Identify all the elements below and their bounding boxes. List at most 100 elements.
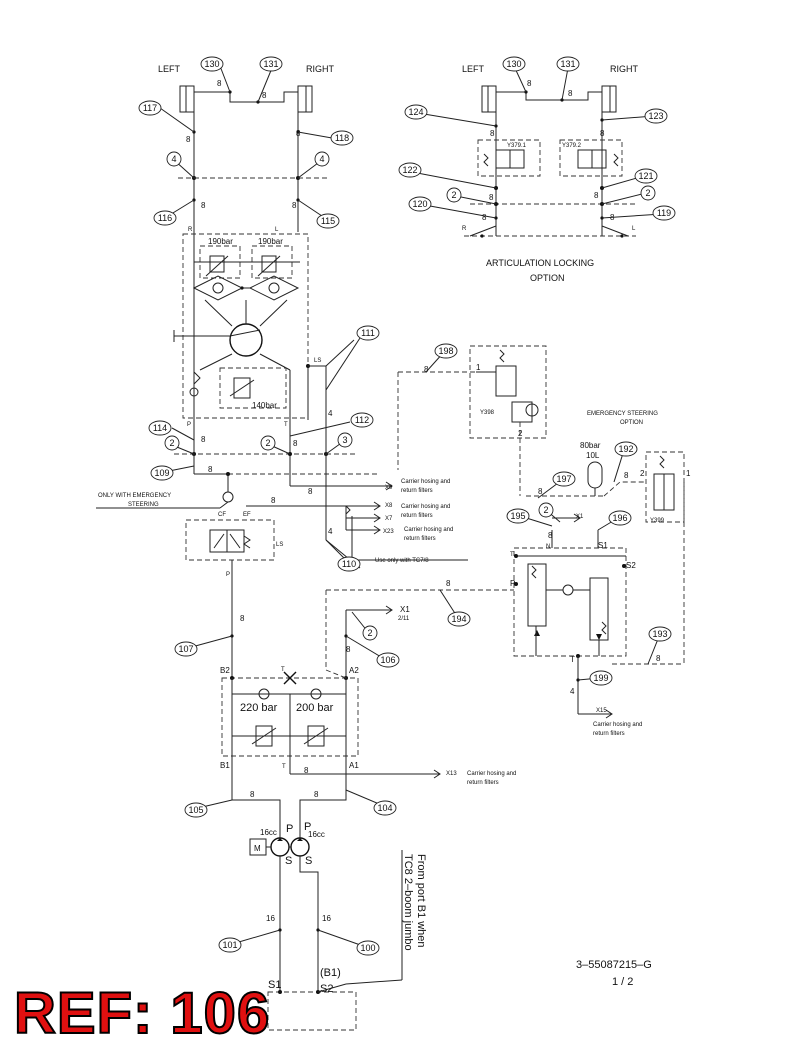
left-label: LEFT [462,64,485,74]
relief-valve-pressure: 220 bar [240,702,278,714]
callout-bubble: 111 [361,328,375,338]
port-r-label: R [462,226,467,232]
steering-unit: R L 190bar 190bar 140bar LS [173,227,321,428]
callout-bubble: 120 [412,199,427,209]
supply-piping: 8 8 8 8 8 4 4 X9 Carrier hosing and retu… [96,339,468,569]
callout-bubble: 2 [645,188,650,198]
hose-size: 4 [328,409,333,418]
valve-port: 2 [518,429,523,438]
solenoid-valve-label: Y398 [480,410,495,416]
port-p-label: P [187,422,191,428]
accumulator-pressure: 80bar [580,441,601,450]
ev-port: S1 [598,541,608,550]
hose-size: 8 [304,766,309,775]
emergency-title: EMERGENCY STEERING [587,411,658,417]
filter-note: Carrier hosing and [593,722,642,728]
port-x15-label: X15 [596,708,607,714]
hose-size: 8 [490,129,495,138]
hose-size: 8 [538,487,543,496]
port-t-label: T [281,667,285,673]
callout-bubble: 109 [154,468,169,478]
relief-valve-pressure: 140bar [252,401,277,410]
pump-port-s: S [285,855,292,867]
hose-size: 8 [296,129,301,138]
pump-port-p: P [304,821,311,833]
articulation-title: ARTICULATION LOCKING [486,258,594,268]
callout-bubble: 112 [355,415,369,425]
right-label: RIGHT [610,64,639,74]
callout-bubble: 107 [178,644,193,654]
valve-port: 1 [686,469,691,478]
callout-bubble: 197 [556,474,571,484]
filter-note: Carrier hosing and [401,504,450,510]
ev-port: N [546,544,550,550]
port-t-label: T [282,764,286,770]
filter-note: Carrier hosing and [404,527,453,533]
port-x23-label: X23 [383,529,394,535]
hose-size: 8 [594,191,599,200]
hose-size: 8 [314,790,319,799]
accumulator-volume: 10L [586,451,600,460]
port-l-label: L [632,226,636,232]
filter-note: Carrier hosing and [467,771,516,777]
motor-label: M [254,844,261,853]
callout-bubble: 117 [143,103,157,113]
hose-size: 8 [600,129,605,138]
valve-port: 1 [476,363,481,372]
callout-bubble: 115 [321,216,335,226]
callout-bubble: 122 [402,165,417,175]
port-x9-label: X9 [385,485,393,491]
port-cf-label: CF [218,512,226,518]
port-ef-label: EF [243,512,251,518]
hose-size: 8 [568,89,573,98]
pump-displacement: 16cc [260,828,277,837]
callout-bubble: 3 [342,435,347,445]
port-ls-label: LS [276,542,283,548]
callout-bubble: 195 [510,511,525,521]
relief-valve-pressure: 190bar [208,237,233,246]
drawing-title-block: 3–55087215–G 1 / 2 [576,959,652,988]
callout-bubble: 116 [158,213,172,223]
callout-bubble: 130 [204,59,219,69]
pump-assembly: 8 8 M P P 16cc 16cc S S 16 16 S1 S2 (B1)… [231,790,427,1031]
callout-bubbles: 130 131 117 118 4 4 116 115 111 112 114 … [138,56,676,956]
steering-cylinders-left-group: LEFT RIGHT 8 8 8 8 8 8 [158,64,335,450]
callout-bubble: 198 [438,346,453,356]
callout-bubble: 192 [618,444,633,454]
callout-bubble: 101 [222,940,237,950]
articulation-title: OPTION [530,273,565,283]
callout-bubble: 123 [648,111,663,121]
hose-size: 4 [328,527,333,536]
callout-bubble: 110 [342,559,356,569]
filter-note: Carrier hosing and [401,479,450,485]
callout-bubble: 118 [335,133,349,143]
port-t-label: T [284,422,288,428]
valve-port: 2 [640,469,645,478]
hose-size: 8 [240,614,245,623]
port-x8-label: X8 [385,503,393,509]
emergency-steering-option: 1 2 Y398 8 EMERGENCY STEERING OPTION 80b… [397,345,691,737]
callout-bubble: 193 [652,629,667,639]
solenoid-valve-label: Y379.2 [562,143,582,149]
ev-port: T [570,655,575,664]
emergency-note: ONLY WITH EMERGENCY [98,493,171,499]
callout-bubble: 2 [265,438,270,448]
port-x1-sheet: 2/11 [398,616,410,622]
drawing-number: 3–55087215–G [576,959,652,971]
emergency-title: OPTION [620,420,643,426]
callout-bubble: 4 [319,154,324,164]
pump-displacement: 16cc [308,830,325,839]
ev-port: P [510,579,515,588]
solenoid-valve-label: Y399 [650,518,665,524]
callout-bubble: 119 [657,208,671,218]
hose-size: 8 [308,487,313,496]
callout-bubble: 131 [560,59,575,69]
callout-bubble: 199 [593,673,608,683]
hose-size: 4 [570,687,575,696]
callout-bubble: 130 [506,59,521,69]
port-b2-label: B2 [220,666,230,675]
priority-valve: CF EF LS P 8 [185,512,283,678]
hose-size: 16 [322,914,331,923]
from-port-note: From port B1 when [415,854,427,948]
